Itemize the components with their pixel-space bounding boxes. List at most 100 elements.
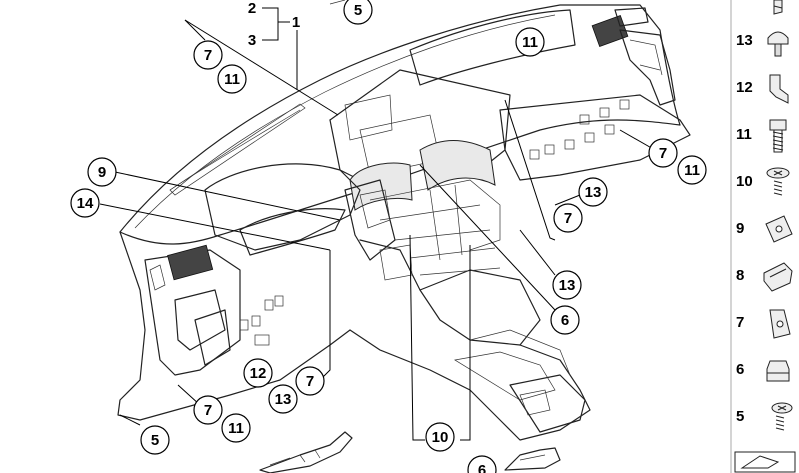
bracket-clip-icon <box>769 74 789 104</box>
legend-label: 13 <box>736 32 753 49</box>
callout-label: 9 <box>98 164 106 181</box>
callout-label: 11 <box>228 420 244 437</box>
callout-label: 11 <box>224 71 240 88</box>
callout-circle <box>268 384 298 414</box>
callout-label: 13 <box>275 391 292 408</box>
callout-c14: 14 <box>70 188 100 218</box>
callout-label: 6 <box>478 462 486 473</box>
callout-circle <box>243 358 273 388</box>
legend-item: 5 <box>736 402 793 431</box>
callout-circle <box>70 188 100 218</box>
callout-c10: 10 <box>425 422 455 452</box>
callout-circle <box>550 305 580 335</box>
callout-c11a: 11 <box>217 64 247 94</box>
callout-c9: 9 <box>87 157 117 187</box>
callout-label: 7 <box>659 145 667 162</box>
callout-c13a: 13 <box>578 177 608 207</box>
hex-bolt-icon <box>769 119 787 153</box>
callout-c7e: 7 <box>193 395 223 425</box>
callout-circle <box>140 425 170 455</box>
legend-item: 6 <box>736 360 790 382</box>
callout-c1: 1 <box>292 14 300 31</box>
callout-c11d: 11 <box>221 413 251 443</box>
callout-c2: 2 <box>248 0 256 17</box>
callout-circle <box>221 413 251 443</box>
callout-c6a: 6 <box>550 305 580 335</box>
legend-label: 5 <box>736 408 744 425</box>
callout-circle <box>217 64 247 94</box>
callout-c5top: 5 <box>343 0 373 25</box>
callout-label: 2 <box>248 0 256 17</box>
washer-screw-icon <box>766 167 790 196</box>
callout-c12: 12 <box>243 358 273 388</box>
callout-label: 13 <box>585 184 602 201</box>
legend-label: 7 <box>736 314 744 331</box>
expansion-nut-icon <box>766 360 790 382</box>
callout-label: 10 <box>432 429 449 446</box>
legend-item: 9 <box>736 215 793 243</box>
callout-c7b: 7 <box>648 138 678 168</box>
callout-label: 6 <box>561 312 569 329</box>
clip-nut-icon <box>769 309 791 339</box>
legend-item: 10 <box>736 167 790 196</box>
callout-label: 7 <box>204 47 212 64</box>
callout-circle <box>343 0 373 25</box>
callout-circle <box>648 138 678 168</box>
legend-label: 6 <box>736 361 744 378</box>
callout-circle <box>295 366 325 396</box>
callout-label: 14 <box>77 195 94 212</box>
callout-circle <box>425 422 455 452</box>
callout-label: 13 <box>559 277 576 294</box>
legend-label: 12 <box>736 79 753 96</box>
legend-label: 9 <box>736 220 744 237</box>
cap-screw-icon <box>767 31 789 57</box>
callout-c7c: 7 <box>553 203 583 233</box>
callout-c11b: 11 <box>515 27 545 57</box>
legend-item: 11 <box>736 119 787 153</box>
legend-item: 8 <box>736 262 793 292</box>
callout-circle <box>515 27 545 57</box>
callout-circle <box>467 455 497 473</box>
legend-panel: 13 12 11 10 9 8 7 6 5 <box>730 0 796 473</box>
callout-label: 11 <box>684 162 700 179</box>
callout-c11c: 11 <box>677 155 707 185</box>
callout-label: 1 <box>292 14 300 31</box>
arrow-icon[interactable] <box>734 451 796 473</box>
callout-c13c: 13 <box>268 384 298 414</box>
legend-item: 13 <box>736 31 789 57</box>
callout-label: 5 <box>151 432 159 449</box>
callout-circle <box>553 203 583 233</box>
callout-c6b: 6 <box>467 455 497 473</box>
legend-label: 8 <box>736 267 744 284</box>
callout-circle <box>552 270 582 300</box>
screw-icon <box>771 402 793 431</box>
screw-icon <box>773 0 783 15</box>
callout-label: 7 <box>564 210 572 227</box>
callout-circle <box>193 395 223 425</box>
spring-clip-icon <box>763 262 793 292</box>
callout-label: 5 <box>354 2 362 19</box>
callout-c5b: 5 <box>140 425 170 455</box>
callout-circle <box>677 155 707 185</box>
callout-label: 7 <box>306 373 314 390</box>
callout-label: 3 <box>248 32 256 49</box>
callout-circle <box>87 157 117 187</box>
callout-c3: 3 <box>248 32 256 49</box>
callout-c7a: 7 <box>193 40 223 70</box>
dashboard-illustration <box>117 0 691 473</box>
legend-item: 12 <box>736 74 789 104</box>
callout-circle <box>578 177 608 207</box>
callout-c7d: 7 <box>295 366 325 396</box>
callout-label: 11 <box>522 34 538 51</box>
legend-label: 10 <box>736 173 753 190</box>
sheet-nut-icon <box>765 215 793 243</box>
legend-label: 11 <box>736 126 752 143</box>
callout-circle <box>193 40 223 70</box>
leader-lines <box>99 7 656 441</box>
callout-label: 7 <box>204 402 212 419</box>
callout-label: 12 <box>250 365 267 382</box>
legend-item: 7 <box>736 309 791 339</box>
part-callouts: 2 3 1 5 7 11 11 914 7 11 13 7 13 6 12 13 7 7 11 5 10 6 <box>70 0 707 473</box>
callout-c13b: 13 <box>552 270 582 300</box>
